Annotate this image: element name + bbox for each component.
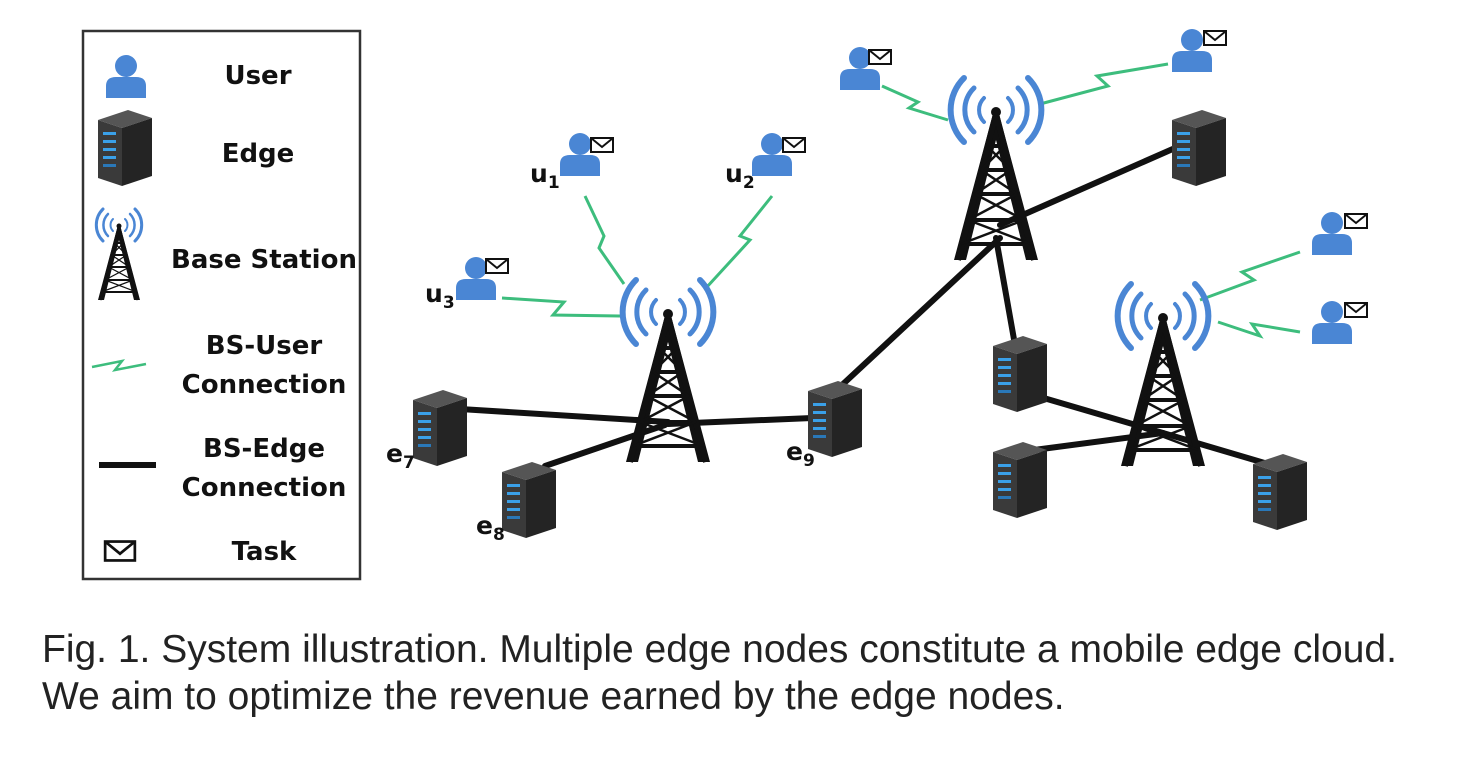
legend-label-edge: Edge <box>222 139 295 169</box>
edge-server-icon <box>502 462 556 538</box>
label-e7-sub: 7 <box>403 453 415 473</box>
edge-server-icon <box>1253 454 1307 530</box>
label-u2-base: u <box>725 159 743 188</box>
base-station-icon <box>623 280 714 462</box>
label-e9: e9 <box>786 437 815 471</box>
user-with-task <box>1312 212 1368 255</box>
legend-label-bs-edge-line1: BS-Edge <box>203 434 325 464</box>
label-u3-sub: 3 <box>443 293 455 313</box>
edge-server-icon <box>413 390 467 466</box>
wired-link <box>1160 430 1271 467</box>
base-station-icon <box>951 78 1042 260</box>
wireless-link <box>1217 320 1301 339</box>
user-with-task <box>456 257 509 300</box>
legend-label-bs-user-line2: Connection <box>182 370 347 400</box>
figure-caption: Fig. 1. System illustration. Multiple ed… <box>42 628 1397 718</box>
edge-server-icon <box>808 381 862 457</box>
label-u1-sub: 1 <box>548 173 560 193</box>
wired-link <box>1031 430 1166 453</box>
edge-server-icon <box>993 336 1047 412</box>
label-u3-base: u <box>425 279 443 308</box>
edge-server-icon <box>1172 110 1226 186</box>
envelope-icon <box>1344 302 1368 318</box>
envelope-icon <box>103 540 137 562</box>
wireless-link <box>704 195 774 290</box>
envelope-icon <box>1344 213 1368 229</box>
envelope-icon <box>782 137 806 153</box>
envelope-icon <box>1203 30 1227 46</box>
label-e9-sub: 9 <box>803 451 815 471</box>
label-e7: e7 <box>386 439 415 473</box>
base-station-icon <box>1118 284 1209 466</box>
wired-link <box>997 145 1178 228</box>
label-e8-base: e <box>476 511 493 540</box>
user-with-task <box>752 133 806 176</box>
wireless-link <box>1039 62 1169 106</box>
user-with-task <box>840 47 892 90</box>
legend-label-task: Task <box>232 537 297 567</box>
legend-label-user: User <box>224 61 291 91</box>
wireless-link-icon <box>91 359 147 372</box>
legend-label-base-station: Base Station <box>171 245 357 275</box>
edge-server-icon <box>98 110 152 186</box>
legend: User Edge Base Station BS-User Connectio… <box>81 29 362 581</box>
system-diagram: User Edge Base Station BS-User Connectio… <box>81 29 1368 581</box>
legend-label-bs-user-line1: BS-User <box>206 331 323 361</box>
legend-label-bs-edge-line2: Connection <box>182 473 347 503</box>
label-e8: e8 <box>476 511 505 545</box>
envelope-icon <box>868 49 892 65</box>
user-with-task <box>560 133 614 176</box>
envelope-icon <box>485 258 509 274</box>
label-u2: u2 <box>725 159 755 193</box>
wireless-link <box>881 84 949 122</box>
wireless-link <box>1199 250 1301 302</box>
user-with-task <box>1312 301 1368 344</box>
label-u1: u1 <box>530 159 560 193</box>
bs-user-links <box>501 62 1301 339</box>
wired-link <box>457 406 671 425</box>
edge-server-icon <box>993 442 1047 518</box>
label-u1-base: u <box>530 159 548 188</box>
label-u2-sub: 2 <box>743 173 755 193</box>
user-with-task <box>1172 29 1227 72</box>
label-e8-sub: 8 <box>493 525 505 545</box>
label-e9-base: e <box>786 437 803 466</box>
label-u3: u3 <box>425 279 455 313</box>
label-e7-base: e <box>386 439 403 468</box>
wired-link <box>993 235 1018 348</box>
wired-link <box>839 235 1003 388</box>
wireless-link <box>501 296 621 318</box>
wireless-link <box>583 195 626 285</box>
envelope-icon <box>590 137 614 153</box>
